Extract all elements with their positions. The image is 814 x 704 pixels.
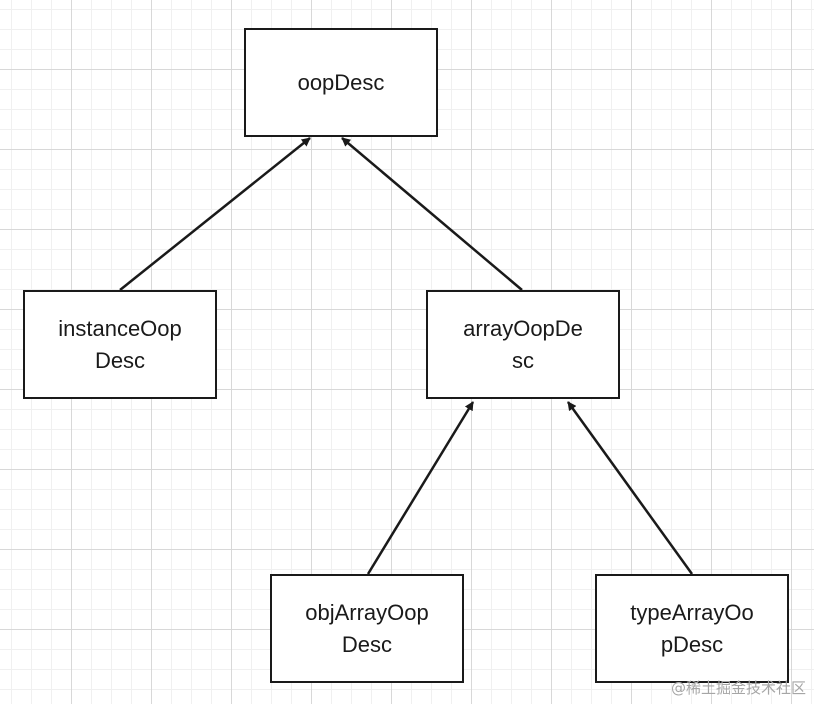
- arrow-typearray-to-array: [566, 401, 694, 575]
- arrow-array-to-oop: [341, 137, 523, 291]
- node-obj-array-oop-desc-label: objArrayOop Desc: [305, 599, 429, 657]
- node-array-oop-desc: arrayOopDe sc: [426, 290, 620, 399]
- node-instance-oop-desc-label: instanceOop Desc: [58, 315, 182, 373]
- arrow-instance-to-oop: [119, 137, 311, 291]
- node-obj-array-oop-desc: objArrayOop Desc: [270, 574, 464, 683]
- node-instance-oop-desc: instanceOop Desc: [23, 290, 217, 399]
- node-array-oop-desc-label: arrayOopDe sc: [463, 315, 583, 373]
- node-oop-desc-label: oopDesc: [297, 69, 385, 95]
- arrow-objarray-to-array: [366, 401, 475, 575]
- node-oop-desc: oopDesc: [244, 28, 438, 137]
- node-type-array-oop-desc-label: typeArrayOo pDesc: [630, 599, 754, 657]
- node-type-array-oop-desc: typeArrayOo pDesc: [595, 574, 789, 683]
- watermark: @稀土掘金技术社区: [670, 679, 806, 697]
